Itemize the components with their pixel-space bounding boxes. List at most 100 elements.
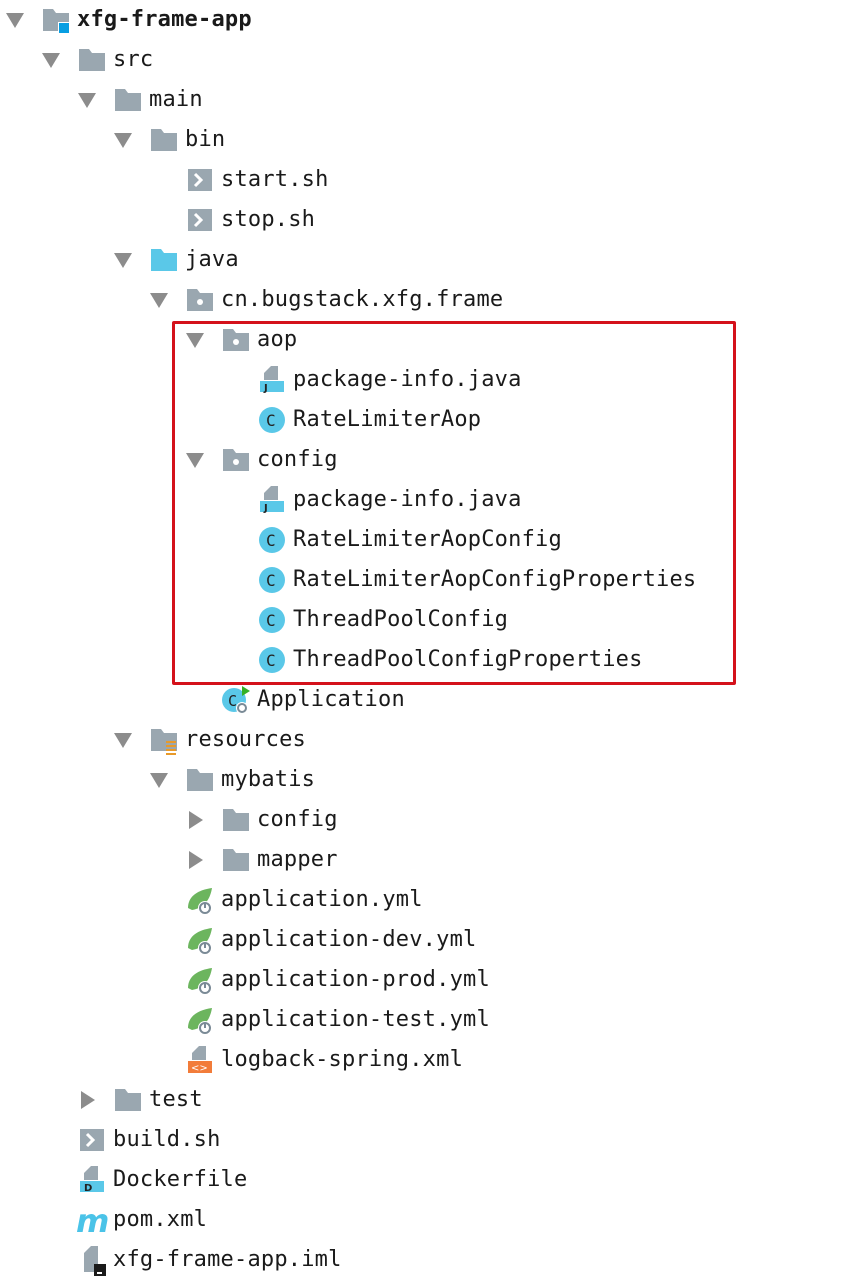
tree-node[interactable]: start.sh bbox=[0, 160, 866, 200]
chevron-down-icon[interactable] bbox=[185, 451, 205, 469]
tree-node[interactable]: java bbox=[0, 240, 866, 280]
folder-icon bbox=[220, 844, 252, 876]
tree-node-label: aop bbox=[257, 327, 298, 352]
tree-node-label: ThreadPoolConfig bbox=[293, 607, 509, 632]
folder-icon bbox=[220, 804, 252, 836]
tree-node-label: start.sh bbox=[221, 167, 329, 192]
class-icon: C bbox=[256, 524, 288, 556]
java-file-icon: J bbox=[256, 364, 288, 396]
package-icon bbox=[220, 444, 252, 476]
tree-node-label: bin bbox=[185, 127, 226, 152]
tree-node-label: config bbox=[257, 807, 338, 832]
source-folder-icon bbox=[148, 244, 180, 276]
tree-node[interactable]: application-dev.yml bbox=[0, 920, 866, 960]
tree-node[interactable]: config bbox=[0, 800, 866, 840]
tree-node[interactable]: config bbox=[0, 440, 866, 480]
tree-node[interactable]: C RateLimiterAopConfig bbox=[0, 520, 866, 560]
class-icon: C bbox=[256, 564, 288, 596]
tree-node[interactable]: application-prod.yml bbox=[0, 960, 866, 1000]
svg-text:C: C bbox=[266, 651, 276, 670]
tree-node[interactable]: <> logback-spring.xml bbox=[0, 1040, 866, 1080]
tree-node-label: main bbox=[149, 87, 203, 112]
package-icon bbox=[184, 284, 216, 316]
tree-node[interactable]: build.sh bbox=[0, 1120, 866, 1160]
folder-icon bbox=[148, 124, 180, 156]
maven-icon: m bbox=[76, 1202, 109, 1240]
chevron-down-icon[interactable] bbox=[185, 331, 205, 349]
module-folder-icon bbox=[40, 4, 72, 36]
tree-node[interactable]: resources bbox=[0, 720, 866, 760]
tree-node[interactable]: aop bbox=[0, 320, 866, 360]
chevron-down-icon[interactable] bbox=[77, 91, 97, 109]
svg-text:C: C bbox=[266, 531, 276, 550]
folder-icon bbox=[184, 764, 216, 796]
tree-node-label: Dockerfile bbox=[113, 1167, 248, 1192]
tree-node-label: cn.bugstack.xfg.frame bbox=[221, 287, 504, 312]
tree-node[interactable]: application-test.yml bbox=[0, 1000, 866, 1040]
tree-node-label: RateLimiterAopConfigProperties bbox=[293, 567, 697, 592]
folder-icon bbox=[76, 44, 108, 76]
tree-node-label: Application bbox=[257, 687, 405, 712]
tree-node-label: java bbox=[185, 247, 239, 272]
tree-node-label: stop.sh bbox=[221, 207, 316, 232]
tree-node-label: src bbox=[113, 47, 154, 72]
spring-boot-class-icon: C bbox=[220, 684, 252, 716]
tree-node-label: build.sh bbox=[113, 1127, 221, 1152]
shell-script-icon bbox=[184, 204, 216, 236]
chevron-down-icon[interactable] bbox=[113, 131, 133, 149]
tree-node-label: test bbox=[149, 1087, 203, 1112]
tree-node-label: package-info.java bbox=[293, 367, 522, 392]
tree-node-label: xfg-frame-app bbox=[77, 7, 252, 32]
svg-text:C: C bbox=[266, 611, 276, 630]
chevron-down-icon[interactable] bbox=[5, 11, 25, 29]
tree-node[interactable]: test bbox=[0, 1080, 866, 1120]
tree-node-label: xfg-frame-app.iml bbox=[113, 1247, 342, 1272]
chevron-down-icon[interactable] bbox=[149, 291, 169, 309]
tree-node-label: mybatis bbox=[221, 767, 316, 792]
svg-text:m: m bbox=[76, 1204, 108, 1236]
tree-node[interactable]: mybatis bbox=[0, 760, 866, 800]
tree-node[interactable]: application.yml bbox=[0, 880, 866, 920]
package-icon bbox=[220, 324, 252, 356]
tree-node[interactable]: stop.sh bbox=[0, 200, 866, 240]
highlight-box bbox=[172, 321, 736, 685]
tree-node-label: RateLimiterAopConfig bbox=[293, 527, 562, 552]
xml-file-icon: <> bbox=[184, 1044, 216, 1076]
tree-node[interactable]: bin bbox=[0, 120, 866, 160]
tree-node-label: application.yml bbox=[221, 887, 423, 912]
class-icon: C bbox=[256, 644, 288, 676]
svg-text:C: C bbox=[228, 692, 237, 710]
chevron-down-icon[interactable] bbox=[41, 51, 61, 69]
tree-node-label: config bbox=[257, 447, 338, 472]
chevron-right-icon[interactable] bbox=[185, 811, 205, 829]
chevron-down-icon[interactable] bbox=[149, 771, 169, 789]
tree-node[interactable]: xfg-frame-app bbox=[0, 0, 866, 40]
tree-node[interactable]: main bbox=[0, 80, 866, 120]
tree-node[interactable]: cn.bugstack.xfg.frame bbox=[0, 280, 866, 320]
spring-config-icon bbox=[184, 924, 216, 956]
tree-node-label: application-test.yml bbox=[221, 1007, 490, 1032]
tree-node-label: mapper bbox=[257, 847, 338, 872]
tree-node[interactable]: mapper bbox=[0, 840, 866, 880]
chevron-down-icon[interactable] bbox=[113, 251, 133, 269]
tree-node-label: logback-spring.xml bbox=[221, 1047, 464, 1072]
svg-text:<>: <> bbox=[191, 1063, 208, 1074]
tree-node[interactable]: C Application bbox=[0, 680, 866, 720]
tree-node-label: RateLimiterAop bbox=[293, 407, 482, 432]
chevron-right-icon[interactable] bbox=[185, 851, 205, 869]
tree-node[interactable]: src bbox=[0, 40, 866, 80]
chevron-right-icon[interactable] bbox=[77, 1091, 97, 1109]
tree-node-label: application-dev.yml bbox=[221, 927, 477, 952]
svg-text:J: J bbox=[263, 383, 268, 394]
chevron-down-icon[interactable] bbox=[113, 731, 133, 749]
svg-text:J: J bbox=[263, 503, 268, 514]
tree-node[interactable]: C ThreadPoolConfig bbox=[0, 600, 866, 640]
tree-node[interactable]: xfg-frame-app.iml bbox=[0, 1240, 866, 1280]
